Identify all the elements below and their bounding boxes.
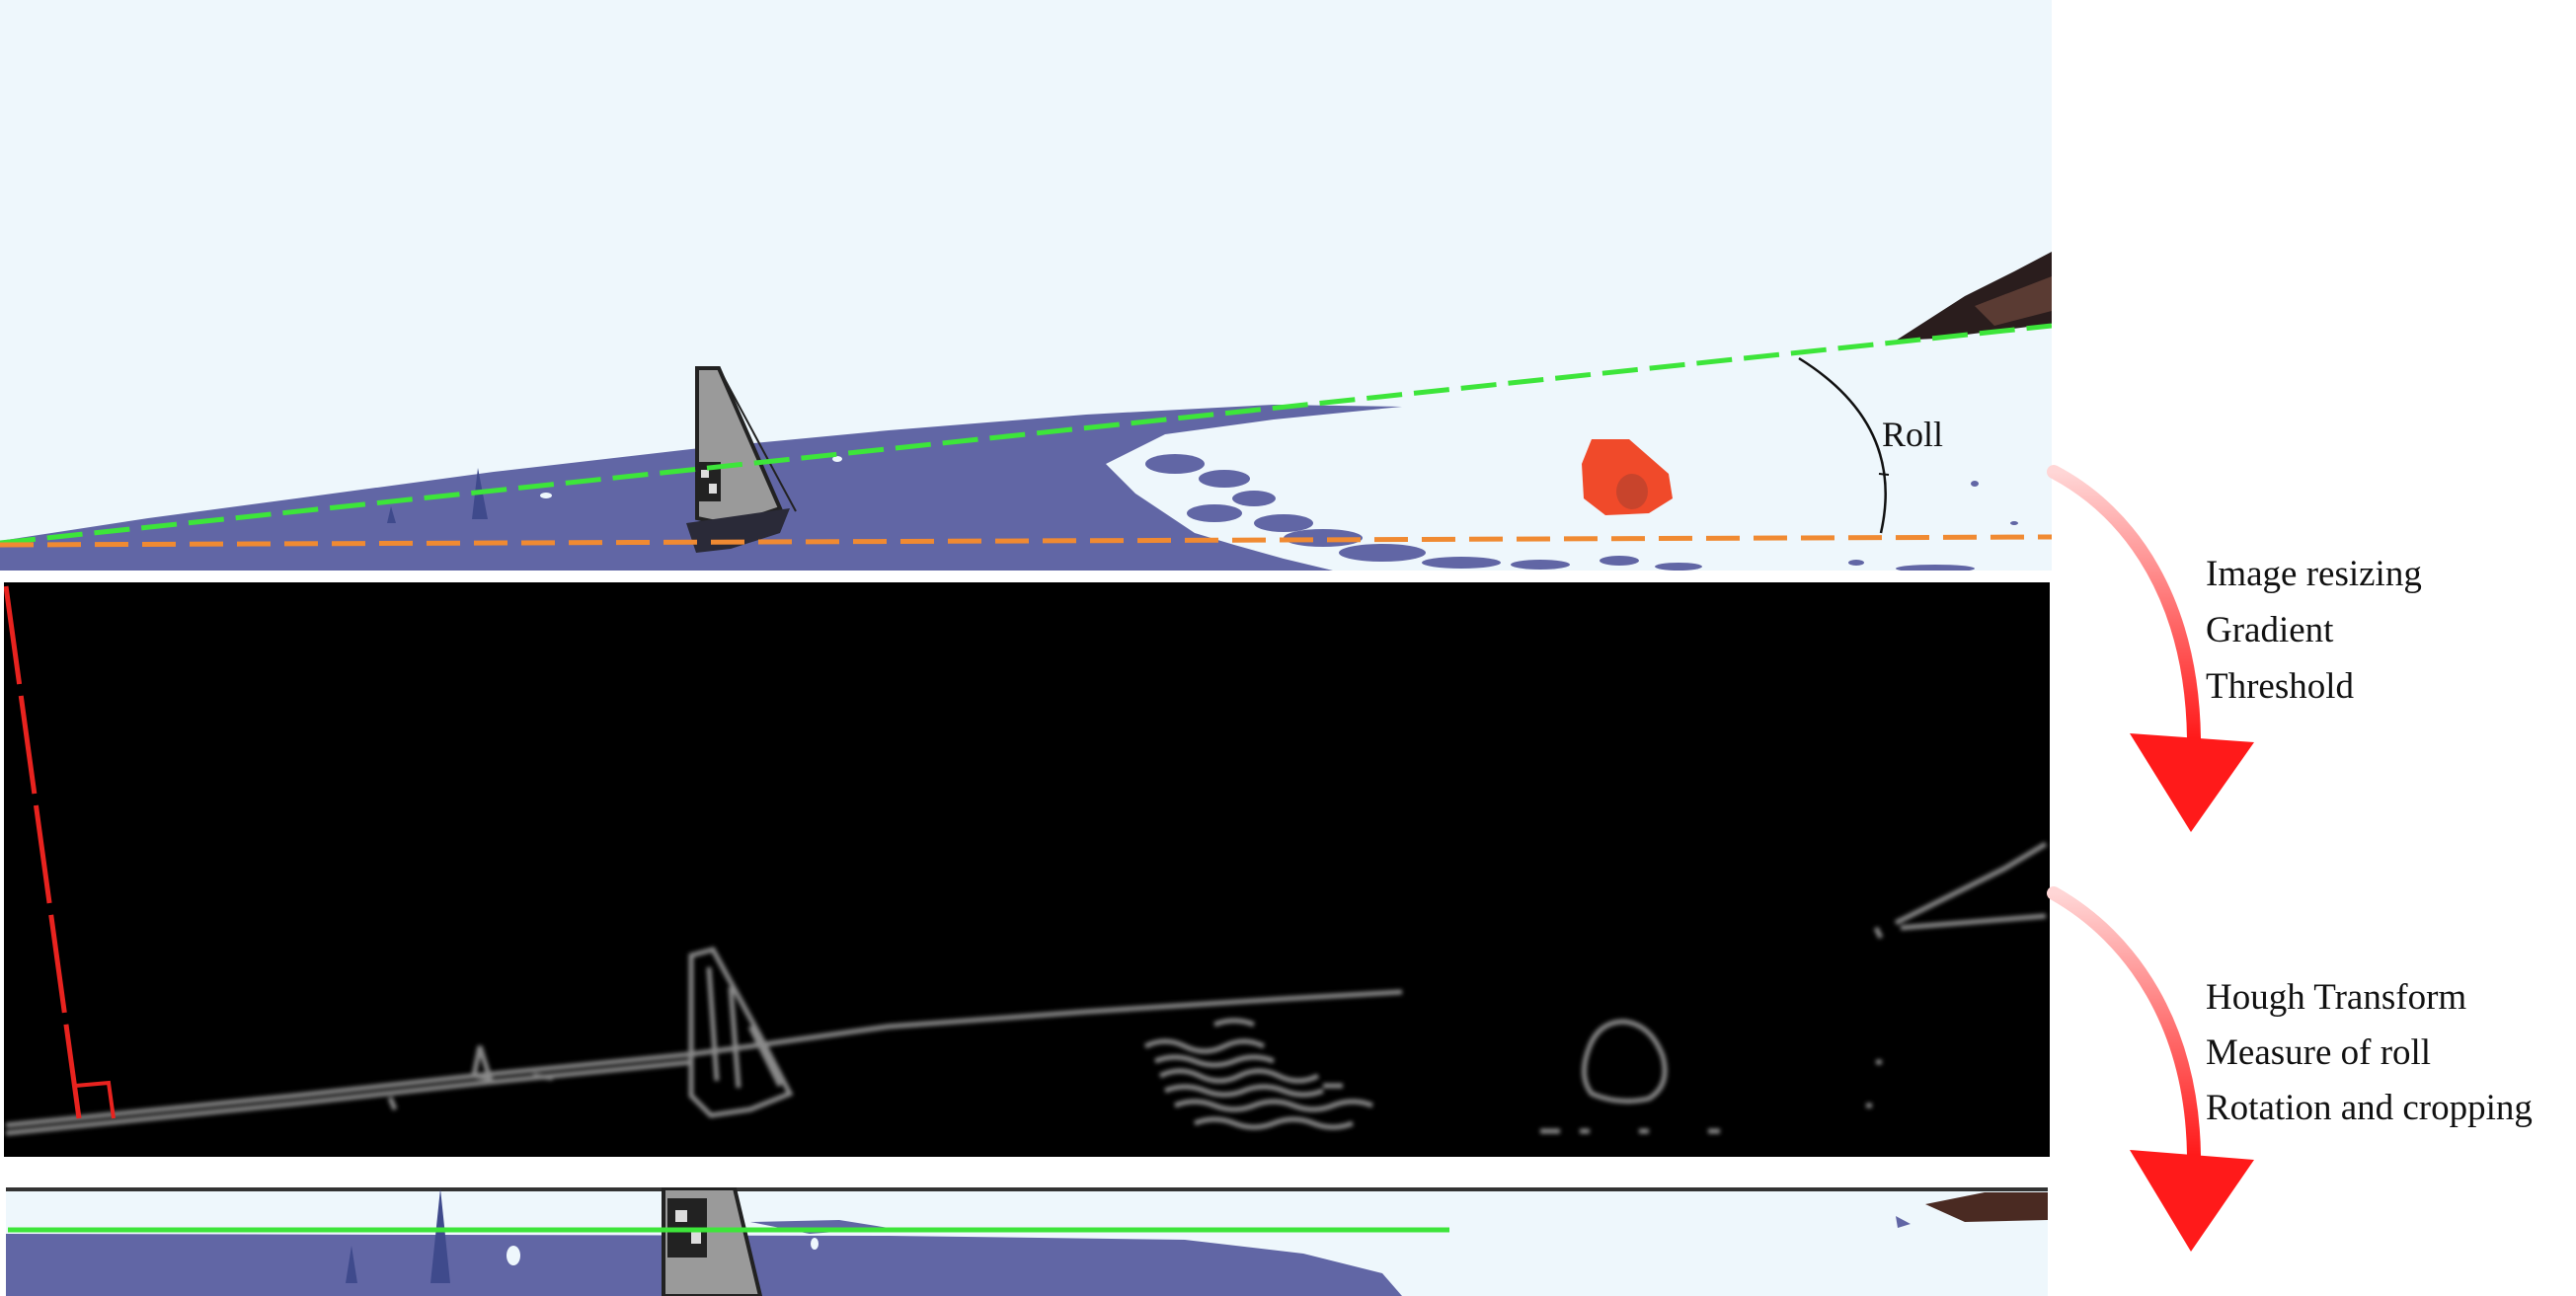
- rotated-cropped-panel: [6, 1187, 2048, 1296]
- edge-background: [4, 582, 2050, 1157]
- step2-caption-line3: Rotation and cropping: [2206, 1088, 2533, 1128]
- edge-image-panel: [4, 582, 2050, 1157]
- step1-caption-line2: Gradient: [2206, 610, 2334, 650]
- step1-caption-line3: Threshold: [2206, 666, 2355, 707]
- roll-label: Roll: [1882, 415, 1943, 454]
- original-image-panel: [0, 0, 2052, 572]
- step1-arrow: [2054, 472, 2254, 832]
- step2-caption-line2: Measure of roll: [2206, 1032, 2431, 1073]
- step1-caption-line1: Image resizing: [2206, 554, 2422, 594]
- step2-caption-line1: Hough Transform: [2206, 977, 2466, 1018]
